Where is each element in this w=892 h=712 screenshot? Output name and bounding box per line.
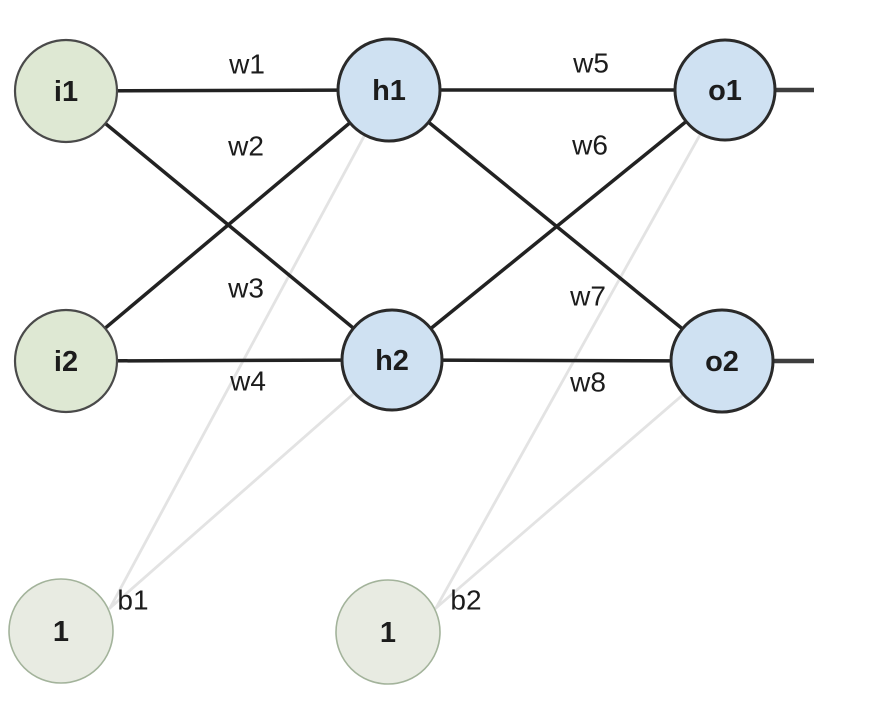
weight-label-w5: w5 <box>572 48 609 79</box>
bias-edge-b1-h1 <box>108 88 391 610</box>
node-label-i2: i2 <box>54 346 78 378</box>
node-b1 <box>8 578 114 684</box>
edge-i2-h1 <box>64 88 391 363</box>
weight-label-w1: w1 <box>228 49 265 80</box>
node-label-h2: h2 <box>375 345 409 377</box>
node-b2 <box>335 579 441 685</box>
edge-i2-h2 <box>65 358 393 363</box>
node-o1 <box>673 38 777 142</box>
edge-i1-h1 <box>65 88 390 93</box>
weight-label-w8: w8 <box>569 367 606 398</box>
node-label-i1: i1 <box>54 76 78 108</box>
weight-label-w3: w3 <box>227 273 264 304</box>
bias-label-b1: b1 <box>117 585 148 616</box>
bias-edge-b2-o1 <box>434 88 727 610</box>
node-label-h1: h1 <box>372 75 406 107</box>
node-i1 <box>13 38 119 144</box>
weight-label-w2: w2 <box>227 131 264 162</box>
node-label-o1: o1 <box>708 75 742 107</box>
node-label-b1: 1 <box>53 616 69 648</box>
node-o2 <box>669 308 775 414</box>
bias-label-b2: b2 <box>450 585 481 616</box>
edge-h2-o2 <box>391 358 723 363</box>
node-i2 <box>13 308 119 414</box>
node-h2 <box>340 308 444 412</box>
node-label-b2: 1 <box>380 617 396 649</box>
weight-label-w6: w6 <box>571 130 608 161</box>
bias-edge-b1-h2 <box>108 358 394 610</box>
edge-h2-o1 <box>390 88 727 362</box>
node-label-o2: o2 <box>705 346 739 378</box>
weight-label-w7: w7 <box>569 281 606 312</box>
node-h1 <box>336 37 442 143</box>
weight-label-w4: w4 <box>229 366 266 397</box>
bias-edge-b2-o2 <box>434 359 724 610</box>
